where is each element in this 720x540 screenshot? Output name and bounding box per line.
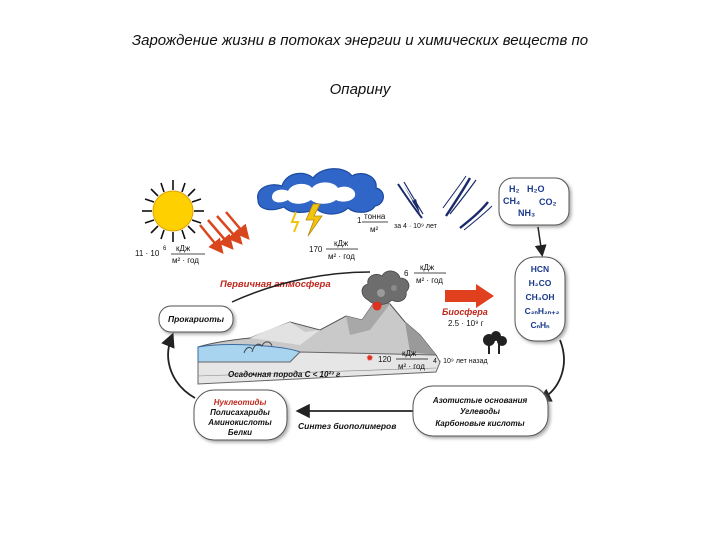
svg-text:C₂ₙH₂ₙ₊₂: C₂ₙH₂ₙ₊₂ <box>525 306 560 316</box>
biopolymers-box: Нуклеотиды Полисахариды Аминокислоты Бел… <box>193 389 288 441</box>
svg-text:тонна: тонна <box>364 212 386 221</box>
svg-text:170: 170 <box>309 245 323 254</box>
cloud-icon <box>257 168 384 215</box>
svg-text:H₂CO: H₂CO <box>529 278 552 288</box>
svg-text:м²: м² <box>370 225 379 234</box>
sediment-layer <box>197 351 441 385</box>
svg-text:м² · год: м² · год <box>328 252 355 261</box>
trees-icon <box>483 331 507 354</box>
lightning-energy-label: 170 кДж м² · год <box>309 239 358 261</box>
svg-text:CH₄: CH₄ <box>503 196 520 206</box>
primary-atmosphere-label: Первичная атмосфера <box>220 279 331 290</box>
svg-text:м² · год: м² · год <box>416 276 443 285</box>
radioactivity-icon: ✹ <box>366 353 374 363</box>
arrow-organics-to-bases <box>536 339 565 402</box>
svg-text:Карбоновые кислоты: Карбоновые кислоты <box>435 419 524 428</box>
title-line-2: Опарину <box>329 81 391 98</box>
arrow-gases-to-organics <box>534 226 547 257</box>
volcano-lava-icon <box>372 301 382 311</box>
biosphere-label: Биосфера <box>442 307 488 317</box>
landscape-mountains <box>197 299 438 356</box>
svg-text:H₂O: H₂O <box>527 184 545 194</box>
primary-gases-box: H₂ H₂O CH₄ CO₂ NH₃ <box>498 177 570 226</box>
svg-text:CₙHₙ: CₙHₙ <box>530 320 550 330</box>
svg-text:за 4 · 10⁹ лет: за 4 · 10⁹ лет <box>394 223 438 230</box>
svg-text:м² · год: м² · год <box>172 256 199 265</box>
svg-text:NH₃: NH₃ <box>518 208 535 218</box>
svg-text:6: 6 <box>163 246 167 252</box>
prokaryotes-box: Прокариоты <box>158 305 234 333</box>
svg-text:1: 1 <box>357 216 362 225</box>
svg-text:4 · 10⁹ лет назад: 4 · 10⁹ лет назад <box>433 358 488 365</box>
svg-text:Прокариоты: Прокариоты <box>168 314 225 324</box>
arrow-cycle-top <box>231 271 371 303</box>
radioactive-energy-label: ✹ 120 кДж м² · год 4 · 10⁹ лет назад <box>366 349 488 371</box>
svg-text:Полисахариды: Полисахариды <box>210 408 270 417</box>
bases-box: Азотистые основания Углеводы Карбоновые … <box>412 385 549 437</box>
lightning-icon <box>290 203 323 237</box>
svg-text:кДж: кДж <box>420 263 435 272</box>
svg-text:Аминокислоты: Аминокислоты <box>207 418 272 427</box>
sun-icon <box>142 180 204 242</box>
solar-energy-arrows <box>199 211 250 254</box>
volcano-energy-label: 6 кДж м² · год <box>404 263 446 285</box>
biosphere-age-label: 2.5 · 10⁹ г <box>448 319 484 328</box>
svg-text:6: 6 <box>404 269 409 278</box>
svg-text:м² · год: м² · год <box>398 362 425 371</box>
sun-energy-label: 11 · 10 6 кДж м² · год <box>135 244 205 265</box>
biosphere-arrow-icon <box>445 284 494 308</box>
title-line-1: Зарождение жизни в потоках энергии и хим… <box>131 32 589 49</box>
arrow-biopolymers-to-prokaryotes <box>161 332 196 399</box>
svg-text:HCN: HCN <box>531 264 549 274</box>
svg-text:CH₃OH: CH₃OH <box>526 292 555 302</box>
svg-text:Белки: Белки <box>228 428 252 437</box>
cosmic-rays-icon <box>397 175 493 231</box>
svg-text:H₂: H₂ <box>509 184 520 194</box>
svg-text:кДж: кДж <box>176 244 191 253</box>
svg-text:Углеводы: Углеводы <box>460 407 500 416</box>
svg-text:11 · 10: 11 · 10 <box>135 249 160 258</box>
simple-organics-box: HCN H₂CO CH₃OH C₂ₙH₂ₙ₊₂ CₙHₙ <box>514 256 566 342</box>
volcano-smoke-icon <box>361 270 410 305</box>
svg-text:кДж: кДж <box>402 349 417 358</box>
synthesis-label: Синтез биополимеров <box>298 421 396 431</box>
lightning-mass-label: 1 тонна м² за 4 · 10⁹ лет <box>357 212 438 234</box>
sediment-label: Осадочная порода С < 10²³ г <box>228 370 341 379</box>
svg-text:Азотистые основания: Азотистые основания <box>432 396 528 405</box>
svg-text:120: 120 <box>378 355 392 364</box>
svg-text:кДж: кДж <box>334 239 349 248</box>
svg-text:Нуклеотиды: Нуклеотиды <box>214 398 267 407</box>
svg-text:CO₂: CO₂ <box>539 197 557 207</box>
